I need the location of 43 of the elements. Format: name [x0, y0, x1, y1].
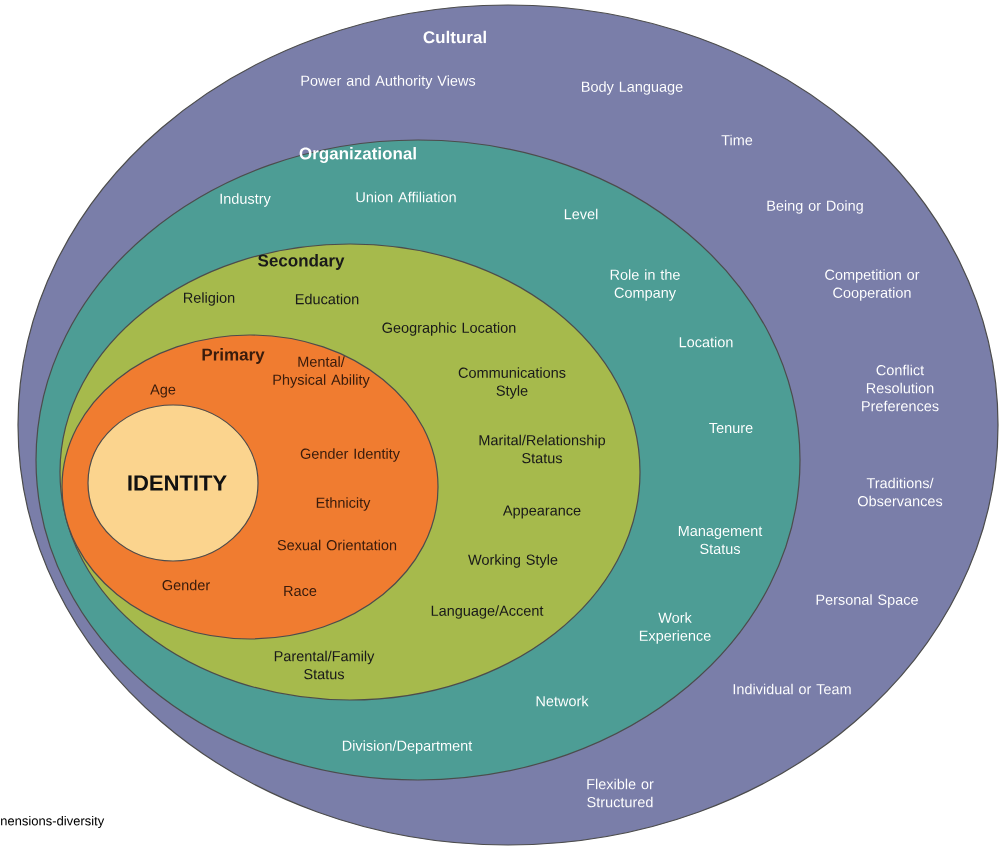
ring-ellipse [87, 404, 259, 562]
dimension-label: Body Language [582, 81, 683, 95]
dimension-label: Age [150, 384, 176, 398]
dimension-label: Parental/Family Status [274, 650, 375, 680]
dimension-label: Gender [162, 579, 210, 591]
dimension-label: Industry [220, 193, 271, 207]
dimension-label: Location [679, 336, 733, 348]
dimension-label: Being or Doing [767, 200, 863, 214]
dimension-label: Mental/ Physical Ability [273, 356, 370, 388]
dimension-label: Time [721, 134, 753, 146]
dimension-label: Work Experience [639, 612, 711, 644]
dimension-label: Conflict Resolution Preferences [862, 364, 939, 412]
dimension-label: Division/Department [342, 740, 473, 754]
dimension-label: Communications Style [458, 367, 566, 399]
dimension-label: Traditions/ Observances [858, 477, 943, 507]
dimension-label: Role in the Company [610, 269, 680, 301]
dimension-label: Gender Identity [300, 448, 400, 462]
dimension-label: Language/Accent [431, 605, 544, 619]
dimension-label: Appearance [502, 505, 581, 519]
ring-heading: Secondary [258, 254, 345, 270]
dimension-label: Union Affiliation [356, 191, 456, 203]
dimension-label: Sexual Orientation [277, 539, 397, 551]
dimension-label: Working Style [468, 554, 558, 568]
dimension-label: Tenure [709, 422, 753, 434]
dimension-label: Personal Space [816, 594, 918, 608]
caption-fragment: nensions-diversity [1, 815, 105, 829]
dimension-label: Management Status [678, 525, 763, 555]
ring-heading: Primary [202, 348, 265, 364]
dimension-label: Network [536, 695, 589, 707]
dimension-label: Power and Authority Views [301, 75, 476, 89]
dimension-label: Marital/Relationship Status [479, 434, 606, 464]
dimension-label: Race [284, 585, 317, 597]
ring-heading: Organizational [299, 147, 416, 163]
dimension-label: Competition or Cooperation [825, 269, 920, 301]
dimension-label: Flexible or Structured [587, 778, 654, 808]
ring-heading: Cultural [423, 30, 486, 44]
dimension-label: Level [564, 208, 598, 220]
dimension-label: Education [295, 293, 359, 305]
dimension-label: Geographic Location [382, 322, 516, 336]
dimension-label: Religion [184, 292, 235, 306]
dimension-label: Ethnicity [316, 497, 371, 511]
core-label: IDENTITY [128, 475, 227, 491]
dimension-label: Individual or Team [733, 683, 851, 695]
